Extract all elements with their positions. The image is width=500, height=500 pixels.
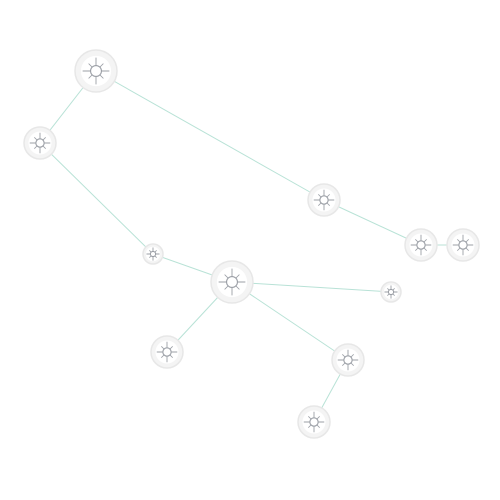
sparkle-star-icon: [82, 57, 110, 85]
edge-line: [39, 142, 154, 255]
graph-node[interactable]: [380, 281, 402, 303]
sparkle-star-icon: [313, 189, 335, 211]
sparkle-star-icon: [452, 234, 474, 256]
edge-line: [95, 70, 325, 201]
edges-layer: [39, 70, 463, 423]
graph-node[interactable]: [150, 335, 184, 369]
sparkle-star-icon: [410, 234, 432, 256]
sparkle-star-icon: [218, 268, 246, 296]
graph-node[interactable]: [307, 183, 341, 217]
sparkle-star-icon: [146, 247, 160, 261]
graph-node[interactable]: [74, 49, 118, 93]
graph-node[interactable]: [23, 126, 57, 160]
sparkle-star-icon: [29, 132, 51, 154]
edge-line: [323, 199, 422, 246]
graph-node[interactable]: [446, 228, 480, 262]
nodes-layer: [23, 49, 480, 439]
graph-node[interactable]: [142, 243, 164, 265]
sparkle-star-icon: [384, 285, 398, 299]
sparkle-star-icon: [156, 341, 178, 363]
graph-node[interactable]: [297, 405, 331, 439]
sparkle-star-icon: [303, 411, 325, 433]
edge-line: [231, 281, 349, 361]
graph-node[interactable]: [404, 228, 438, 262]
graph-node[interactable]: [331, 343, 365, 377]
edge-line: [231, 281, 392, 293]
sparkle-star-icon: [337, 349, 359, 371]
graph-node[interactable]: [210, 260, 254, 304]
